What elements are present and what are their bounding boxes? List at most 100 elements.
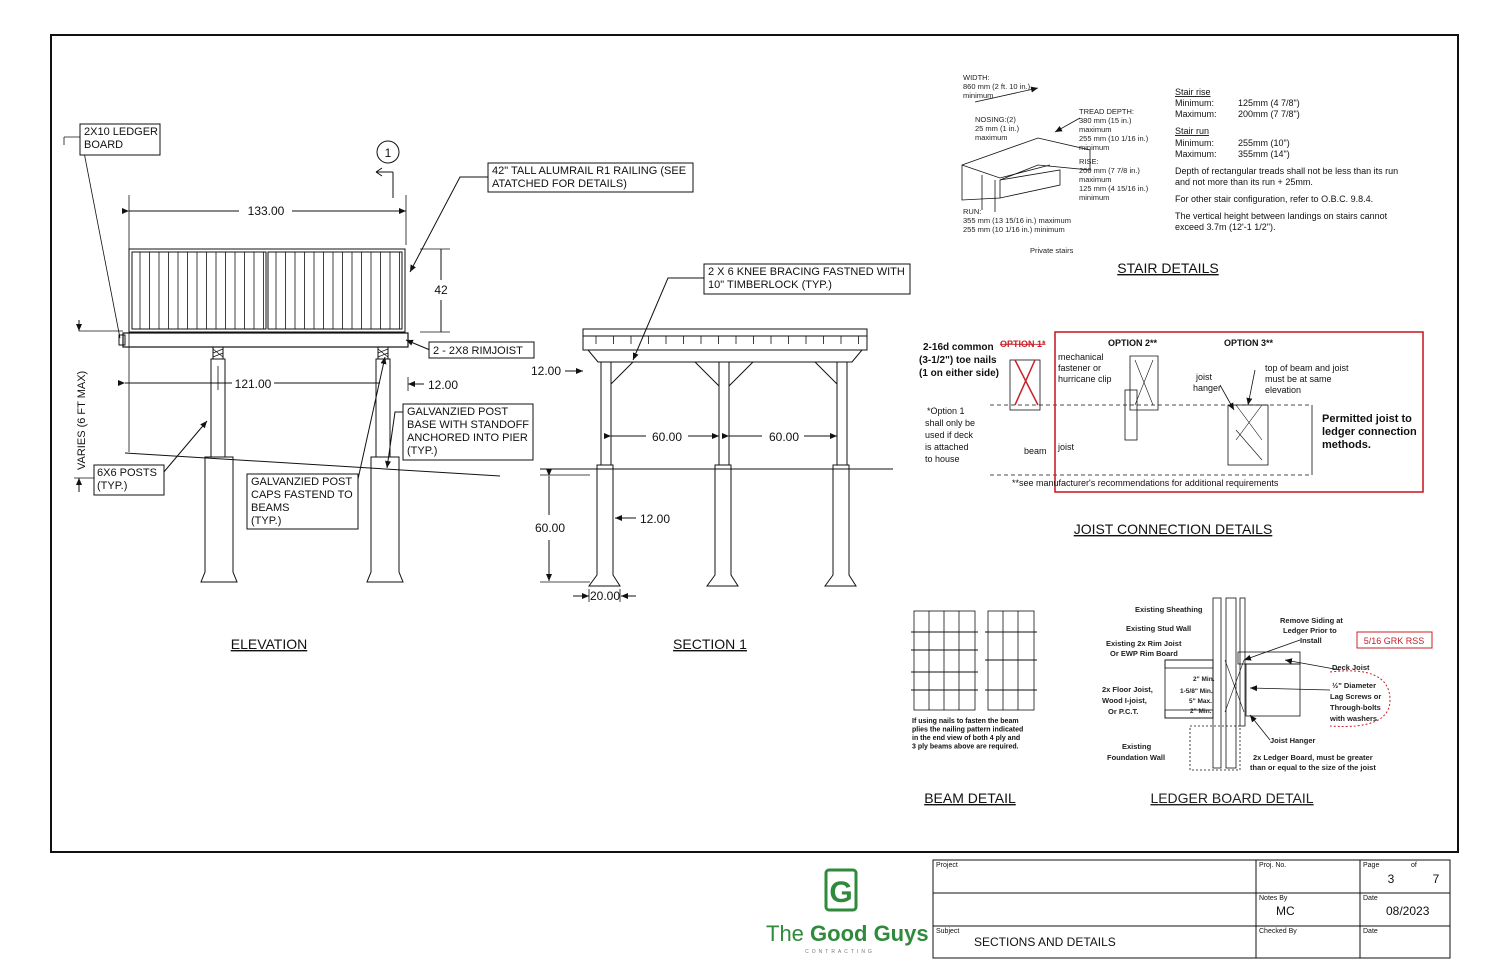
elevation-title: ELEVATION bbox=[231, 636, 308, 652]
toe-nails-note: 2-16d common(3-1/2") toe nails(1 on eith… bbox=[919, 342, 999, 379]
project-label: Project bbox=[936, 862, 958, 869]
stair-requirements: Stair rise Minimum: 125mm (4 7/8") Maximu… bbox=[1117, 87, 1398, 276]
dim-pier-width: 12.00 bbox=[640, 512, 670, 526]
beam-title: BEAM DETAIL bbox=[924, 790, 1016, 806]
dim-footing-width: 20.00 bbox=[590, 589, 620, 603]
title-block bbox=[932, 859, 1451, 959]
subject-value: SECTIONS AND DETAILS bbox=[974, 935, 1116, 949]
grk-note-box bbox=[1356, 631, 1433, 649]
dim-pier-depth: 60.00 bbox=[535, 521, 565, 535]
varies-label: VARIES (6 FT MAX) bbox=[76, 371, 88, 470]
stair-nosing-note: NOSING:(2)25 mm (1 in.)maximum bbox=[975, 115, 1020, 142]
notes-by-label: Notes By bbox=[1259, 895, 1288, 902]
joist-drawing bbox=[990, 355, 1313, 476]
proj-no-label: Proj. No. bbox=[1259, 862, 1286, 869]
manufacturer-footnote: **see manufacturer's recommendations for… bbox=[1012, 478, 1279, 488]
logo-mark bbox=[824, 868, 858, 912]
grk-callout-bubble bbox=[1329, 670, 1391, 727]
title-block-text: Project Proj. No. Page of 3 7 Notes By M… bbox=[936, 862, 1440, 949]
ledger-labels: Existing Sheathing Existing Stud Wall Ex… bbox=[1102, 605, 1424, 806]
page-number: 3 bbox=[1388, 872, 1395, 886]
dim-cantilever: 12.00 bbox=[531, 364, 561, 378]
logo-name: The Good Guys bbox=[766, 921, 929, 946]
svg-text:255mm (10"): 255mm (10") bbox=[1238, 138, 1290, 148]
logo-tagline: CONTRACTING bbox=[805, 949, 875, 955]
elevation-view bbox=[63, 136, 501, 583]
checked-by-label: Checked By bbox=[1259, 928, 1297, 935]
subject-label: Subject bbox=[936, 928, 959, 935]
svg-text:200mm (7 7/8"): 200mm (7 7/8") bbox=[1238, 109, 1300, 119]
stair-drawing bbox=[961, 86, 1091, 212]
grk-note: 5/16 GRK RSS bbox=[1364, 636, 1425, 646]
option2-label: OPTION 2** bbox=[1108, 338, 1158, 348]
beam-word: beam bbox=[1024, 446, 1047, 456]
company-logo: G The Good Guys CONTRACTING bbox=[766, 868, 929, 955]
notes-by-value: MC bbox=[1276, 904, 1295, 918]
date-label: Date bbox=[1363, 895, 1378, 902]
stair-notes: WIDTH:860 mm (2 ft. 10 in.)minimum NOSIN… bbox=[963, 73, 1149, 255]
svg-text:Maximum:: Maximum: bbox=[1175, 149, 1217, 159]
svg-text:Maximum:: Maximum: bbox=[1175, 109, 1217, 119]
stair-caption: Private stairs bbox=[1030, 246, 1074, 255]
section1-view bbox=[540, 277, 893, 602]
rimjoist-label: 2 - 2X8 RIMJOIST bbox=[433, 345, 523, 357]
of-label: of bbox=[1411, 862, 1417, 869]
joist-word: joist bbox=[1057, 442, 1075, 452]
stair-rise-heading: Stair rise bbox=[1175, 87, 1211, 97]
svg-text:Minimum:: Minimum: bbox=[1175, 98, 1214, 108]
stair-paragraph-3: The vertical height between landings on … bbox=[1175, 211, 1388, 232]
ledger-title: LEDGER BOARD DETAIL bbox=[1150, 790, 1313, 806]
stair-width-note: WIDTH:860 mm (2 ft. 10 in.)minimum bbox=[963, 73, 1031, 100]
floor-joist-label: 2x Floor Joist,Wood I-joist,Or P.C.T. bbox=[1102, 685, 1153, 716]
beam-drawing bbox=[911, 610, 1037, 711]
stair-paragraph-1: Depth of rectangular treads shall not be… bbox=[1175, 166, 1398, 187]
joist-options-frame bbox=[1054, 331, 1424, 493]
page-label: Page bbox=[1363, 862, 1379, 869]
posts-label: 6X6 POSTS(TYP.) bbox=[97, 467, 157, 492]
dim-post-spacing-2: 60.00 bbox=[769, 430, 799, 444]
joist-title: JOIST CONNECTION DETAILS bbox=[1074, 521, 1273, 537]
date-value: 08/2023 bbox=[1386, 904, 1430, 918]
svg-text:125mm (4 7/8"): 125mm (4 7/8") bbox=[1238, 98, 1300, 108]
svg-text:355mm (14"): 355mm (14") bbox=[1238, 149, 1290, 159]
stair-title: STAIR DETAILS bbox=[1117, 260, 1218, 276]
dim-post-span: 121.00 bbox=[235, 377, 272, 391]
page-total: 7 bbox=[1433, 872, 1440, 886]
ledger-dims: 2" Min.1-5/8" Min.5" Max.2" Min. bbox=[1180, 676, 1215, 715]
joist-labels: OPTION 1* 2-16d common(3-1/2") toe nails… bbox=[919, 338, 1417, 537]
dim-post-spacing-1: 60.00 bbox=[652, 430, 682, 444]
dim-deck-width: 133.00 bbox=[248, 204, 285, 218]
dim-overhang: 12.00 bbox=[428, 378, 458, 392]
option1-label: OPTION 1* bbox=[1000, 339, 1046, 349]
joist-hanger-label: Joist Hanger bbox=[1270, 736, 1316, 745]
stair-run-heading: Stair run bbox=[1175, 126, 1209, 136]
section1-title: SECTION 1 bbox=[673, 636, 747, 652]
svg-text:Minimum:: Minimum: bbox=[1175, 138, 1214, 148]
section-marker-number: 1 bbox=[385, 146, 392, 160]
date2-label: Date bbox=[1363, 928, 1378, 935]
logo-letter: G bbox=[829, 876, 852, 909]
sheathing-label: Existing Sheathing bbox=[1135, 605, 1203, 614]
stud-wall-label: Existing Stud Wall bbox=[1126, 624, 1191, 633]
dim-rail-height: 42 bbox=[434, 283, 448, 297]
sheet-border bbox=[50, 34, 1459, 853]
